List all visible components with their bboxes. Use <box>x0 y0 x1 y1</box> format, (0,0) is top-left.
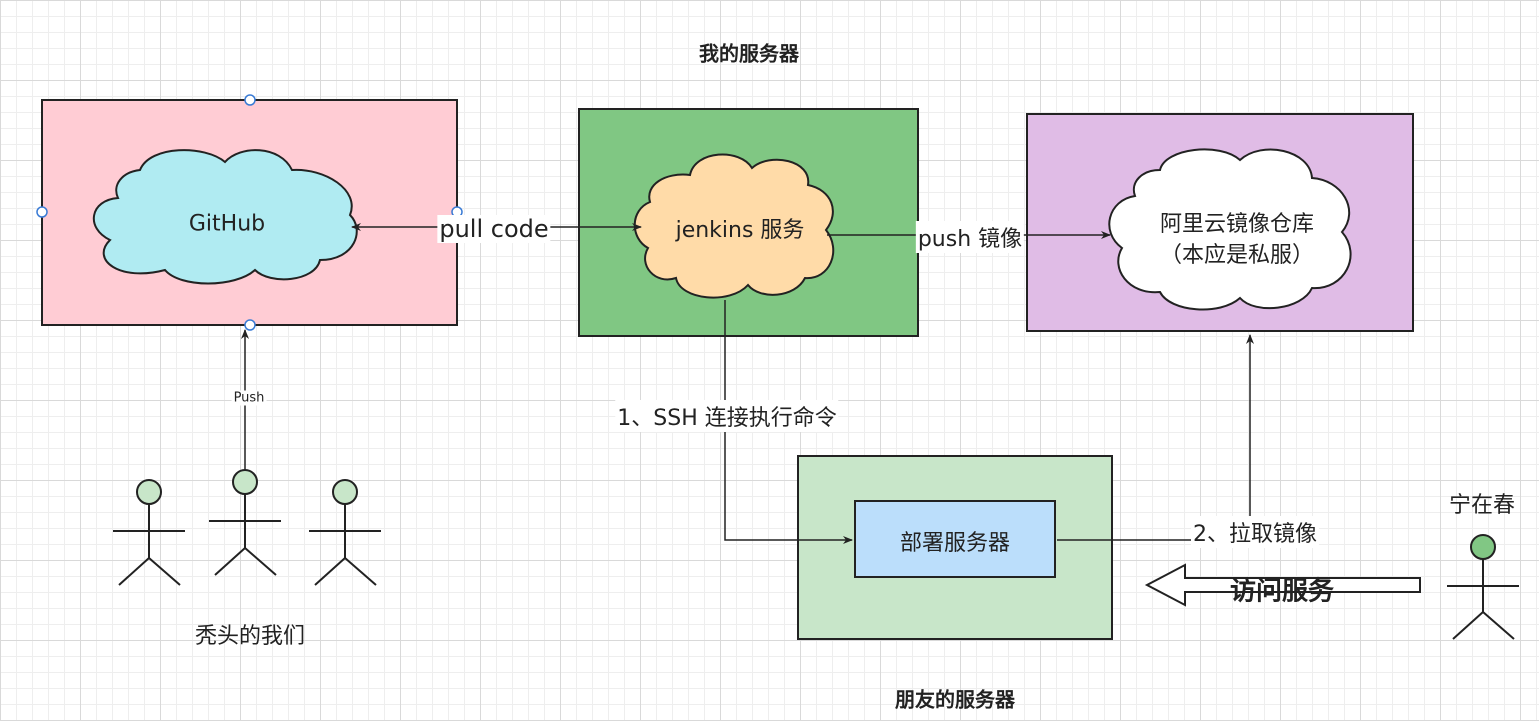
edge-push-label: Push <box>231 390 267 406</box>
edge-pull-code-label: pull code <box>437 215 551 243</box>
registry-label-line1: 阿里云镜像仓库 <box>1159 212 1315 237</box>
deploy-server-label: 部署服务器 <box>899 531 1011 556</box>
group-us-label: 秃头的我们 <box>194 624 306 649</box>
actor-user[interactable] <box>1447 534 1519 640</box>
selection-handle-bottom[interactable] <box>244 319 256 331</box>
actor-us-left[interactable] <box>113 479 185 586</box>
selection-handle-left[interactable] <box>36 206 48 218</box>
edge-pull-image-label: 2、拉取镜像 <box>1191 516 1319 548</box>
access-service-arrow[interactable] <box>1144 563 1421 607</box>
actor-us-middle[interactable] <box>209 469 281 576</box>
access-service-label: 访问服务 <box>1229 576 1335 607</box>
edge-push-image-label: push 镜像 <box>915 221 1025 253</box>
my-server-title: 我的服务器 <box>699 41 799 66</box>
edge-ssh-label: 1、SSH 连接执行命令 <box>615 400 839 432</box>
registry-label-line2: （本应是私服） <box>1159 243 1315 268</box>
github-label: GitHub <box>188 211 266 237</box>
selection-handle-top[interactable] <box>244 94 256 106</box>
github-cloud[interactable] <box>92 149 358 285</box>
deploy-server-box[interactable] <box>854 500 1056 578</box>
edge-ssh-arrow[interactable] <box>724 300 853 544</box>
actor-us-right[interactable] <box>309 479 381 586</box>
friend-server-title: 朋友的服务器 <box>895 687 1015 712</box>
jenkins-label: jenkins 服务 <box>675 218 805 243</box>
user-name-label: 宁在春 <box>1448 493 1516 518</box>
